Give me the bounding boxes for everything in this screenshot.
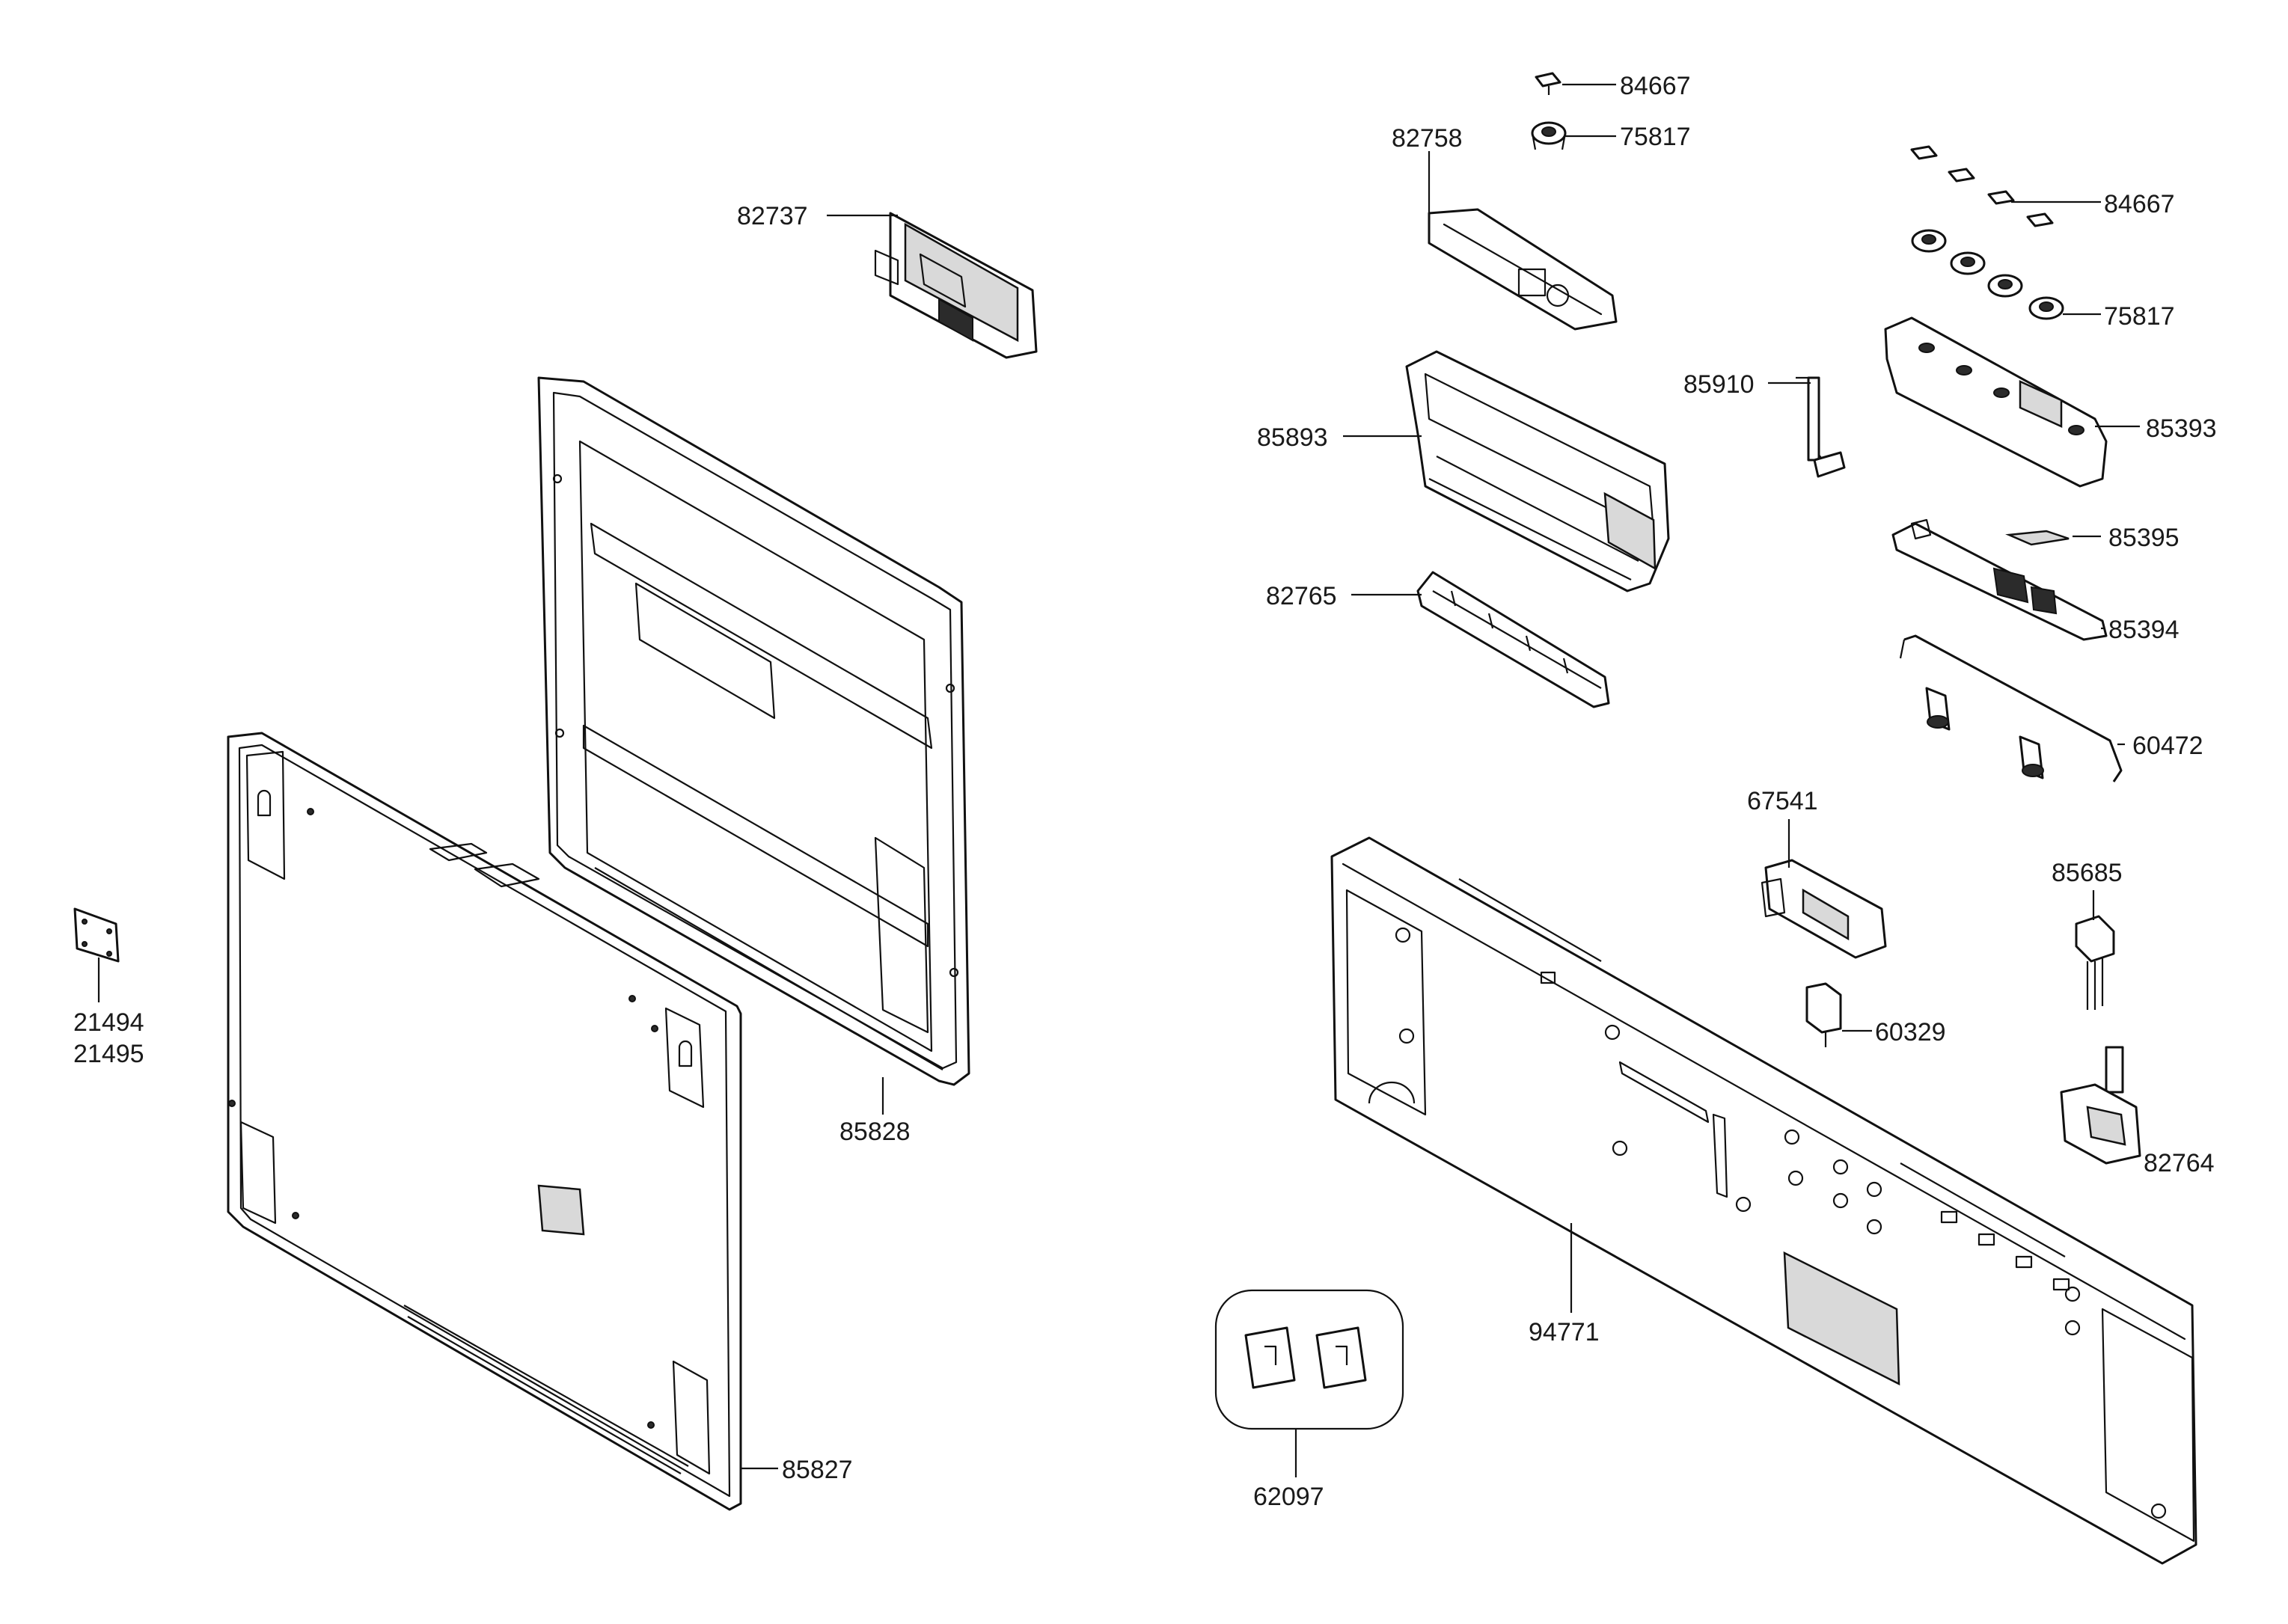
label-60472: 60472 xyxy=(2132,732,2203,760)
part-82765-light-guide xyxy=(1416,571,1610,708)
label-82765: 82765 xyxy=(1266,582,1337,610)
part-21494-21495-plate xyxy=(73,907,120,963)
part-62097-plate-set xyxy=(1214,1289,1404,1430)
label-67541: 67541 xyxy=(1747,787,1818,815)
part-82758-button-carrier xyxy=(1428,208,1618,331)
label-85828: 85828 xyxy=(839,1118,911,1146)
leader-lines xyxy=(97,83,2140,1477)
part-85828-inner-door xyxy=(537,376,970,1086)
label-21494: 21494 xyxy=(73,1008,144,1037)
part-67541-door-switch xyxy=(1761,859,1887,959)
label-85827: 85827 xyxy=(782,1456,853,1484)
part-82764-main-switch xyxy=(2060,1046,2141,1165)
label-21495: 21495 xyxy=(73,1040,144,1068)
label-85685: 85685 xyxy=(2052,859,2123,887)
part-85395-cover-plate xyxy=(2005,530,2070,546)
part-94771-control-panel xyxy=(1330,836,2197,1565)
label-75817-top: 75817 xyxy=(1620,123,1691,151)
label-84667-right: 84667 xyxy=(2104,190,2175,218)
part-number-labels: 84667 75817 82758 82737 84667 75817 8591… xyxy=(73,72,2217,1511)
label-85395: 85395 xyxy=(2108,524,2180,552)
label-85393: 85393 xyxy=(2146,414,2217,443)
label-84667-top: 84667 xyxy=(1620,72,1691,100)
part-85827-outer-door-panel xyxy=(227,732,742,1511)
label-82737: 82737 xyxy=(737,202,808,230)
part-60329-sensor xyxy=(1805,982,1842,1047)
label-60329: 60329 xyxy=(1875,1018,1946,1047)
part-84667-right-button-caps xyxy=(1910,145,2054,227)
label-82758: 82758 xyxy=(1392,124,1463,153)
part-75817-right-knobs xyxy=(1911,229,2064,320)
label-94771: 94771 xyxy=(1529,1318,1600,1346)
part-85893-control-module xyxy=(1405,350,1670,592)
label-75817-right: 75817 xyxy=(2104,302,2175,331)
label-85394: 85394 xyxy=(2108,616,2180,644)
part-85394-switch-board xyxy=(1891,518,2108,641)
part-85393-button-bracket xyxy=(1884,316,2108,488)
part-60472-holder-rail xyxy=(1899,634,2123,782)
label-85910: 85910 xyxy=(1683,370,1755,399)
part-85910-light-pipe xyxy=(1796,376,1846,478)
label-85893: 85893 xyxy=(1257,423,1328,452)
label-82764: 82764 xyxy=(2144,1149,2215,1177)
part-85685-push-switch xyxy=(2075,915,2115,1010)
part-82737-door-lock xyxy=(874,212,1038,359)
part-84667-top-button-cap xyxy=(1535,72,1561,95)
label-62097: 62097 xyxy=(1253,1483,1324,1511)
part-75817-top-knob xyxy=(1531,121,1567,150)
